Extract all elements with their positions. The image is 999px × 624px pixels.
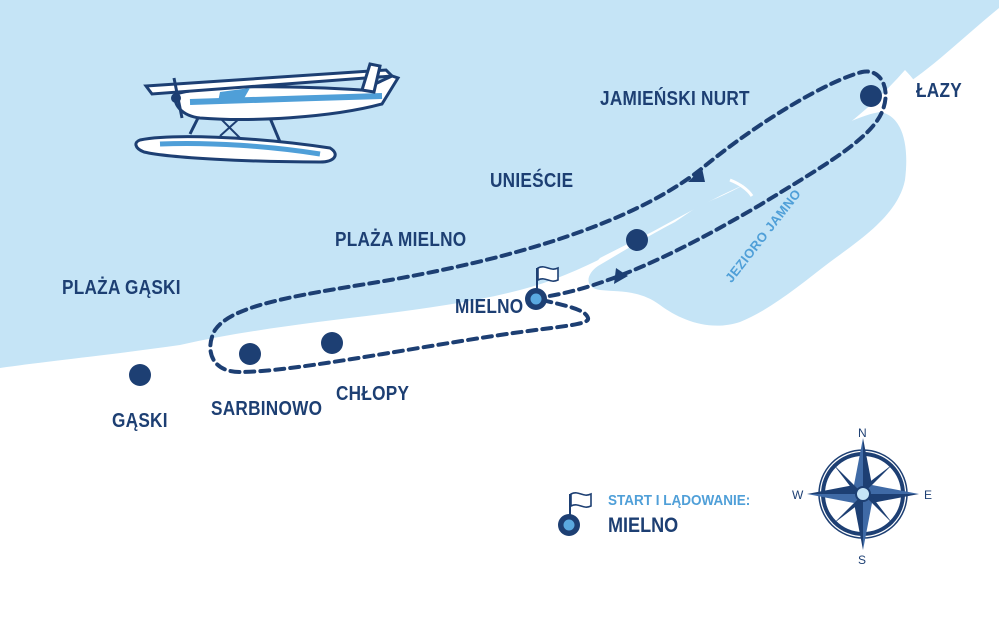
label-plaza-mielno: PLAŻA MIELNO [335,229,467,251]
lake-inlet [729,178,754,197]
marker-uniescie [626,229,648,251]
label-gaski: GĄSKI [112,410,168,432]
label-lazy: ŁAZY [916,80,962,102]
label-sarbinowo: SARBINOWO [211,398,323,420]
compass-rose-icon [807,438,919,550]
label-mielno: MIELNO [455,296,524,318]
label-uniescie: UNIEŚCIE [490,170,574,192]
legend-value: MIELNO [608,514,679,537]
marker-lazy [860,85,882,107]
seaplane-icon [134,62,401,164]
label-chlopy: CHŁOPY [336,383,410,405]
label-plaza-gaski: PLAŻA GĄSKI [62,277,181,299]
legend-title: START I LĄDOWANIE: [608,492,751,509]
route-arrow-east [614,268,628,284]
legend-flag-start-marker-icon [558,492,592,536]
compass-e: E [924,488,933,502]
compass-w: W [792,488,804,502]
route-arrow-west [688,168,705,182]
marker-gaski [129,364,151,386]
flight-route [208,69,888,375]
marker-chlopy [321,332,343,354]
compass-s: S [858,553,867,567]
compass-n: N [858,426,867,440]
label-jamienski-nurt: JAMIEŃSKI NURT [600,88,750,110]
marker-sarbinowo [239,343,261,365]
marker-mielno-start [525,266,559,310]
